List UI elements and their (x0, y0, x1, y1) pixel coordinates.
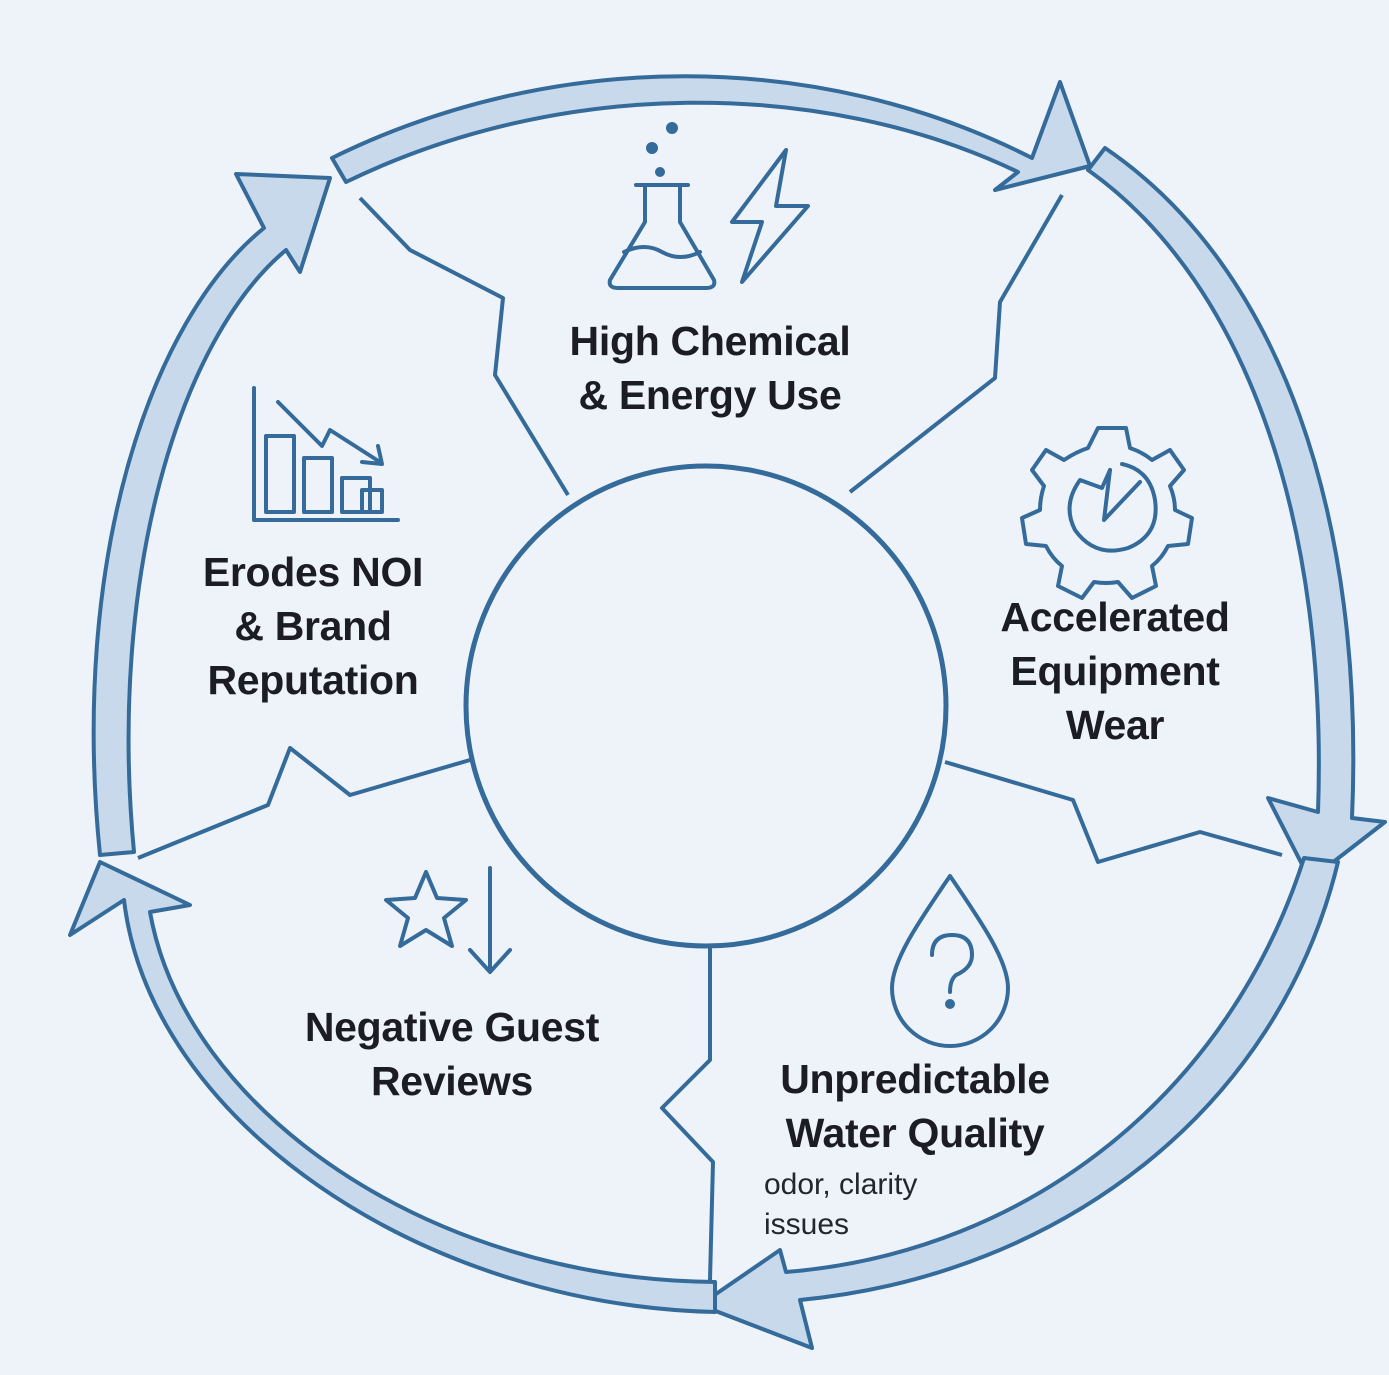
divider-top-right (848, 193, 1064, 494)
label-line: High Chemical (569, 318, 851, 364)
segment-dividers (137, 193, 1283, 1281)
water-drop-question-icon (890, 874, 1010, 1048)
label-line: Wear (1065, 702, 1165, 748)
cycle-arrows (68, 74, 1387, 1350)
cycle-arrow-top (330, 74, 1092, 192)
divider-bottom (660, 942, 715, 1281)
note-line: odor, clarity (764, 1168, 918, 1201)
divider-top-left (358, 196, 570, 497)
label-erodes-noi-brand-reputation: Erodes NOI & Brand Reputation (168, 545, 458, 707)
label-line: Erodes NOI (202, 549, 424, 595)
divider-right (944, 760, 1283, 864)
divider-left (137, 746, 471, 860)
label-high-chemical-energy-use: High Chemical & Energy Use (520, 314, 900, 422)
flask-icon (607, 122, 717, 290)
broken-gear-icon (1020, 426, 1194, 600)
label-line: Equipment (1010, 648, 1220, 694)
center-circle (463, 463, 949, 949)
label-accelerated-equipment-wear: Accelerated Equipment Wear (960, 590, 1270, 752)
label-line: & Brand (234, 603, 392, 649)
label-unpredictable-water-quality: Unpredictable Water Quality (745, 1052, 1085, 1160)
lightning-icon (730, 148, 810, 284)
note-odor-clarity-issues: odor, clarity issues (764, 1165, 1024, 1245)
cycle-arrow-right (1086, 146, 1387, 882)
label-line: Water Quality (785, 1110, 1045, 1156)
label-line: Unpredictable (780, 1056, 1050, 1102)
note-line: issues (764, 1208, 850, 1241)
label-line: Reputation (207, 657, 419, 703)
label-line: Accelerated (1000, 594, 1230, 640)
label-line: Negative Guest (304, 1004, 600, 1050)
declining-bar-chart-icon (252, 386, 400, 522)
cycle-arrow-upper-left (91, 172, 332, 857)
label-line: Reviews (370, 1058, 533, 1104)
star-down-arrow-icon (384, 866, 512, 974)
label-negative-guest-reviews: Negative Guest Reviews (262, 1000, 642, 1108)
label-line: & Energy Use (578, 372, 842, 418)
cycle-arrow-left (68, 860, 717, 1314)
